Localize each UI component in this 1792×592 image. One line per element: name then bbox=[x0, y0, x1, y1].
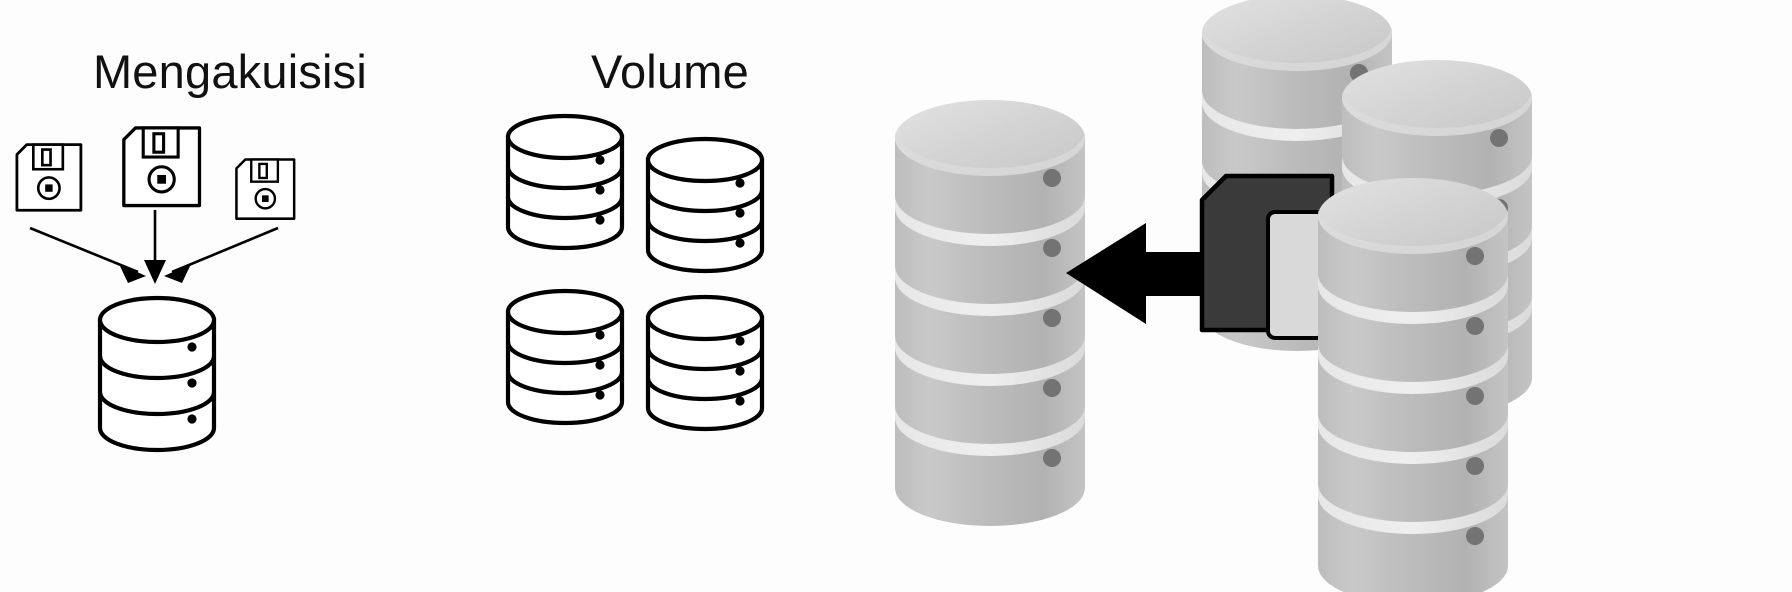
database-cylinder-icon bbox=[508, 116, 622, 248]
left-arrow-icon bbox=[1066, 223, 1240, 324]
arrow-icon bbox=[164, 264, 191, 283]
database-cylinder-icon bbox=[508, 291, 622, 423]
arrow-icon bbox=[119, 264, 146, 283]
panel-acquire-graphics bbox=[15, 126, 296, 453]
floppy-disk-icon bbox=[235, 158, 296, 220]
database-cylinder-icon bbox=[648, 139, 762, 271]
panel-volume-graphics bbox=[460, 0, 880, 592]
database-cylinder-icon bbox=[97, 295, 217, 453]
arrow-icon bbox=[144, 260, 166, 284]
database-cylinder-3d-icon bbox=[895, 100, 1085, 526]
panel-volume: Volume bbox=[460, 0, 880, 592]
panel-cluster bbox=[880, 0, 1792, 592]
panel-cluster-graphics bbox=[895, 0, 1532, 592]
floppy-disk-dark-icon bbox=[1199, 173, 1335, 340]
database-cylinder-icon bbox=[648, 297, 762, 429]
floppy-disk-icon bbox=[15, 143, 83, 212]
database-cylinder-3d-icon bbox=[1318, 178, 1508, 592]
floppy-disk-icon bbox=[122, 126, 202, 208]
panel-acquire: Mengakuisisi bbox=[0, 0, 460, 592]
panel-volume-title: Volume bbox=[591, 45, 749, 98]
panel-acquire-title: Mengakuisisi bbox=[92, 45, 368, 98]
